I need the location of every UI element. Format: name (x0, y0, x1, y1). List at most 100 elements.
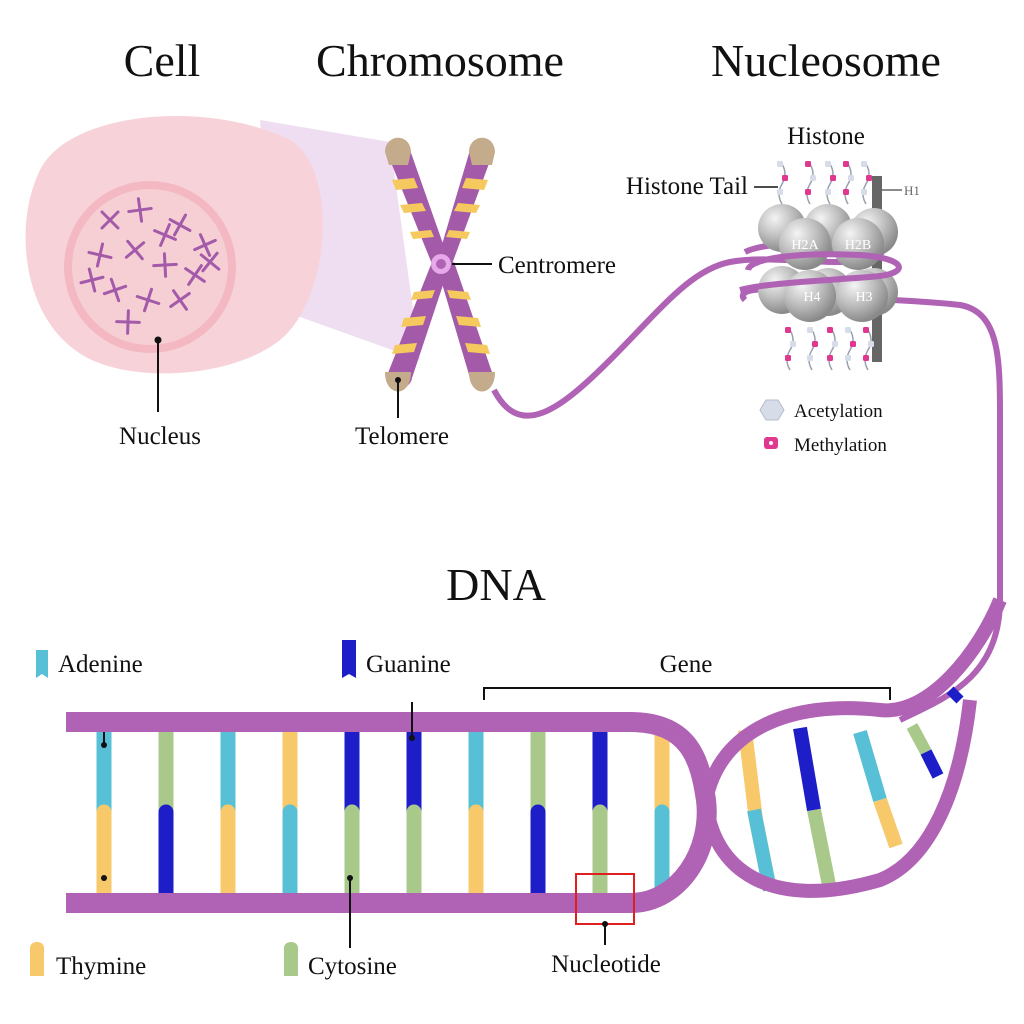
label-nucleus: Nucleus (119, 423, 201, 450)
title-chromosome: Chromosome (316, 35, 564, 86)
label-h2a: H2A (791, 238, 819, 253)
methylation-mark (863, 327, 869, 333)
histone-tail (844, 163, 852, 205)
histone-tail (786, 329, 794, 371)
methylation-mark (850, 341, 856, 347)
histone-tail (778, 163, 786, 205)
label-h1: H1 (904, 183, 920, 198)
acetylation-mark (825, 189, 831, 195)
mini-chromosome (79, 267, 105, 293)
acetylation-mark (845, 355, 851, 361)
mini-chromosome (193, 233, 217, 257)
methylation-mark (785, 327, 791, 333)
histone-h3 (836, 270, 888, 322)
dna-twist-region (738, 686, 964, 892)
acetylation-mark (845, 327, 851, 333)
telomere-cap (385, 137, 411, 165)
histone-tail (806, 163, 814, 205)
histone-tail (862, 163, 870, 205)
label-acetylation: Acetylation (794, 401, 883, 422)
mini-chromosome (100, 210, 120, 230)
mini-chromosome (153, 223, 177, 247)
methylation-mark (827, 327, 833, 333)
chromosome (385, 137, 495, 418)
mini-chromosome (199, 251, 221, 273)
title-nucleosome: Nucleosome (711, 35, 941, 86)
acetylation-mark (868, 341, 874, 347)
acetylation-mark (848, 175, 854, 181)
dna-strand-lower-twist (699, 699, 977, 898)
label-h4: H4 (803, 290, 820, 305)
dna-strand-upper-twist (699, 597, 1007, 802)
histone-tail (846, 329, 854, 371)
methylation-mark (863, 355, 869, 361)
label-histone: Histone (787, 123, 865, 150)
thymine-swatch (30, 942, 44, 976)
mini-chromosome (184, 264, 206, 286)
dna-wrap (739, 251, 902, 293)
label-telomere: Telomere (355, 423, 449, 450)
telomere-cap (469, 372, 495, 392)
cytosine-swatch (284, 942, 298, 976)
mini-chromosome (135, 287, 161, 313)
histone-tails (785, 327, 874, 371)
mini-chromosome (87, 242, 113, 268)
mini-chromosome (127, 197, 153, 223)
title-cell: Cell (124, 35, 201, 86)
methylation-mark (805, 189, 811, 195)
chromosome-arm-upper-left (386, 138, 448, 264)
label-gene: Gene (660, 651, 713, 678)
acetylation-mark (777, 189, 783, 195)
acetylation-mark (810, 175, 816, 181)
nucleosome: H1 H2A H2B H4 H3 (739, 161, 920, 371)
methylation-mark (830, 175, 836, 181)
acetylation-mark (777, 161, 783, 167)
dna-rungs (96, 724, 670, 901)
label-h3: H3 (855, 290, 872, 305)
histone-tail (826, 163, 834, 205)
histone-tail (864, 329, 872, 371)
acetylation-mark (790, 341, 796, 347)
mini-chromosome (168, 213, 192, 237)
mini-chromosome (115, 309, 141, 335)
telomere-cap (469, 137, 495, 165)
histone-tail (808, 329, 816, 371)
label-thymine: Thymine (56, 953, 146, 980)
gene-bracket (483, 687, 891, 700)
histone-tail (828, 329, 836, 371)
guanine-swatch (342, 640, 356, 678)
methylation-mark (843, 189, 849, 195)
histone-tails (777, 161, 872, 205)
label-centromere: Centromere (498, 252, 616, 279)
chromosome-bands (392, 178, 490, 354)
methylation-mark (827, 355, 833, 361)
methylation-mark (843, 161, 849, 167)
methylation-mark (782, 175, 788, 181)
methylation-mark (812, 341, 818, 347)
methylation-mark (866, 175, 872, 181)
cell (25, 116, 323, 412)
adenine-swatch (36, 650, 48, 678)
acetylation-icon (759, 399, 785, 421)
label-h2b: H2B (845, 238, 871, 253)
mini-chromosome (102, 277, 128, 303)
mini-chromosome (152, 252, 178, 278)
acetylation-mark (825, 161, 831, 167)
mini-chromosome (124, 239, 146, 261)
methylation-mark (805, 161, 811, 167)
mini-chromosome (169, 289, 191, 311)
methylation-mark (785, 355, 791, 361)
label-guanine: Guanine (366, 651, 451, 678)
label-nucleotide: Nucleotide (551, 951, 661, 978)
title-dna: DNA (446, 559, 546, 610)
acetylation-mark (832, 341, 838, 347)
label-cytosine: Cytosine (308, 953, 397, 980)
label-histone-tail: Histone Tail (626, 173, 748, 200)
nucleus-chromosomes (79, 197, 221, 335)
acetylation-mark (807, 355, 813, 361)
label-methylation: Methylation (794, 435, 887, 456)
label-adenine: Adenine (58, 651, 143, 678)
acetylation-mark (861, 189, 867, 195)
